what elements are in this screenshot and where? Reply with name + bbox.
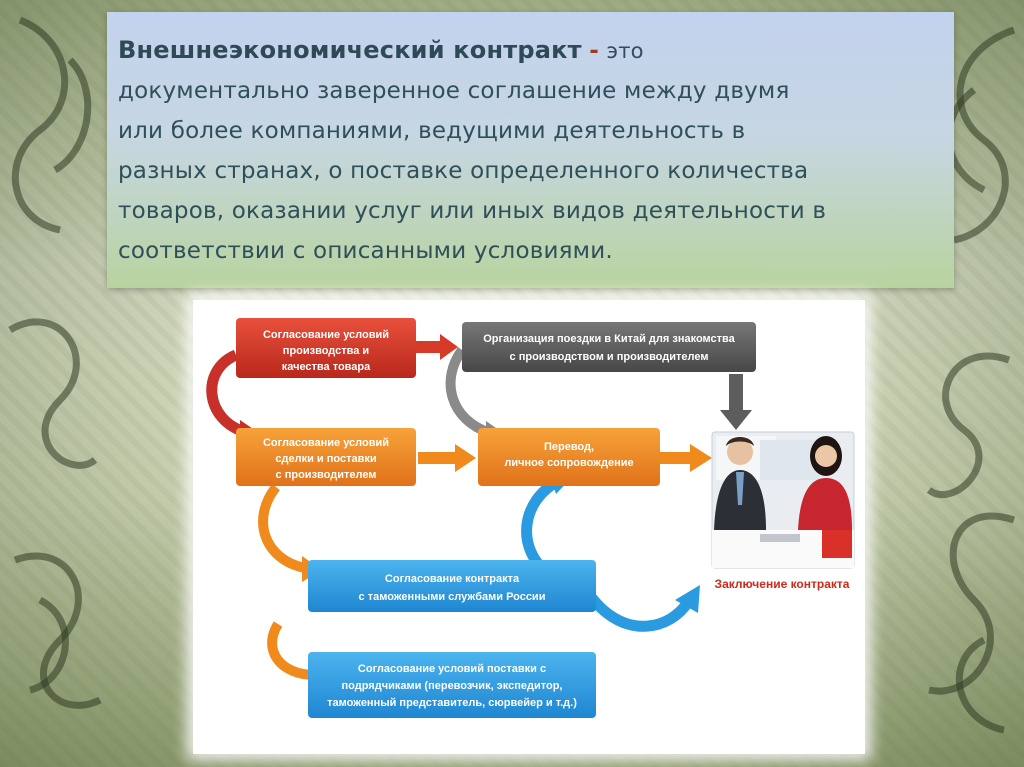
box-translation-line-2: личное сопровождение: [504, 457, 633, 469]
curve-orange-arrow-1: [258, 483, 307, 573]
box-trip: [462, 322, 756, 372]
definition-line-3: разных странах, о поставке определенного…: [118, 158, 809, 184]
box-translation-line-1: Перевод,: [544, 441, 594, 453]
box-production-line-2: производства и: [283, 345, 369, 357]
meeting-photo: [711, 431, 855, 569]
box-production-line-1: Согласование условий: [263, 329, 389, 341]
definition-line-1: документально заверенное соглашение межд…: [118, 78, 790, 104]
box-production: [236, 318, 416, 378]
box-contractors-line-1: Согласование условий поставки с: [358, 663, 546, 675]
box-customs-line-1: Согласование контракта: [385, 573, 520, 585]
box-deal-line-3: с производителем: [276, 469, 377, 481]
box-trip-line-2: с производством и производителем: [510, 351, 709, 363]
box-deal: [236, 428, 416, 486]
box-translation: [478, 428, 660, 486]
curve-orange-arrow-2: [267, 621, 316, 680]
box-contractors: [308, 652, 596, 718]
curve-blue-arrow-right: [587, 594, 693, 632]
definition-line-2: или более компаниями, ведущими деятельно…: [118, 118, 746, 144]
box-deal-line-1: Согласование условий: [263, 437, 389, 449]
box-contractors-line-2: подрядчиками (перевозчик, экспедитор,: [342, 680, 563, 692]
arrow-translation-to-result: [660, 444, 712, 472]
box-deal-line-2: сделки и поставки: [275, 453, 376, 465]
definition-box: [107, 12, 954, 288]
box-customs: [308, 560, 596, 612]
arrow-trip-down: [720, 374, 752, 430]
box-trip-line-1: Организация поездки в Китай для знакомст…: [483, 333, 735, 345]
definition-text: Внешнеэкономический контракт - это докум…: [118, 30, 948, 271]
box-contractors-line-3: таможенный представитель, сюрвейер и т.д…: [327, 697, 577, 709]
curve-blue-arrowhead-right: [675, 585, 700, 613]
box-production-line-3: качества товара: [282, 361, 371, 373]
term-lead: это: [606, 39, 644, 63]
box-customs-line-2: с таможенными службами России: [359, 591, 546, 603]
definition-line-5: соответствии с описанными условиями.: [118, 238, 613, 264]
curve-gray-arrow: [445, 347, 492, 438]
definition-line-4: товаров, оказании услуг или иных видов д…: [118, 198, 827, 224]
arrow-deal-to-translation: [418, 444, 476, 472]
result-label: Заключение контракта: [715, 577, 850, 591]
curve-red-arrow: [206, 349, 247, 438]
arrow-red-to-trip: [416, 334, 458, 360]
left-ornament: [8, 16, 102, 709]
term-dash: -: [589, 38, 599, 64]
term: Внешнеэкономический контракт: [118, 36, 582, 64]
